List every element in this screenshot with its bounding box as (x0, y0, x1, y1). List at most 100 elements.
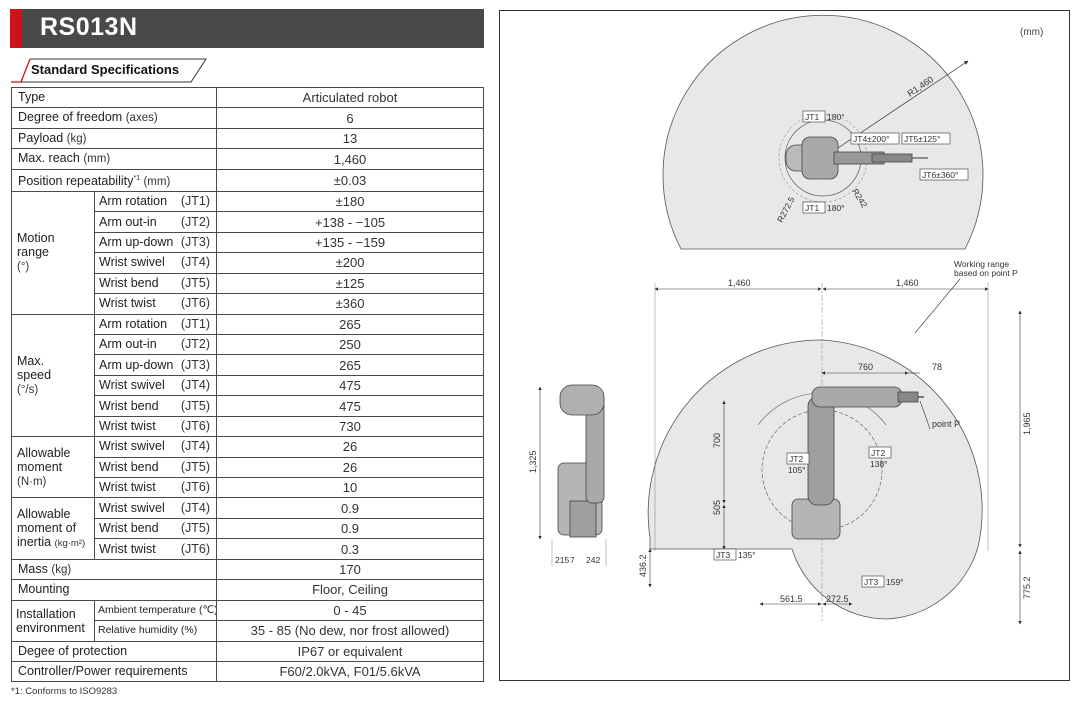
model-name: RS013N (40, 13, 138, 41)
spec-value: Floor, Ceiling (216, 579, 485, 601)
spec-label: Controller/Power requirements (10, 660, 218, 683)
title-accent (10, 9, 22, 48)
dim-505: 505 (712, 500, 722, 515)
jt2-tag-left (786, 452, 810, 465)
spec-value: 265 (216, 354, 485, 376)
side-view: 1,460 1,460 Working range based on point… (638, 259, 1032, 625)
working-range-label: based on point P (954, 268, 1018, 278)
spec-value: 250 (216, 333, 485, 356)
dim-7752: 775.2 (1022, 576, 1032, 599)
jt2-left-angle: 105° (788, 465, 806, 475)
spec-value: 265 (216, 313, 485, 335)
spec-value: Articulated robot (216, 86, 485, 109)
axis-label: Wrist swivel(JT4) (93, 374, 218, 397)
jt1-bottom-angle: 180° (827, 203, 845, 213)
env-label: Relative humidity (%) (93, 620, 218, 642)
section-title: Standard Specifications (31, 62, 180, 77)
jt1-tag-bottom (802, 201, 826, 214)
table-row: Mounting Floor, Ceiling (10, 579, 485, 601)
section-tab-frame (11, 58, 207, 83)
jt1-top-angle: 180° (827, 112, 845, 122)
front-robot-motor (569, 500, 597, 538)
dim-7: 7 (570, 555, 575, 565)
table-row: Type Articulated robot (10, 86, 485, 109)
side-robot-lower-arm (807, 396, 835, 506)
axis-label: Wrist swivel(JT4) (93, 252, 218, 274)
axis-label: Wrist twist(JT6) (93, 293, 218, 315)
spec-value: 6 (216, 107, 485, 129)
side-robot-upper-arm (811, 386, 903, 408)
jt1-tag-top (802, 110, 826, 123)
spec-value: 26 (216, 436, 485, 458)
jt4-tag (850, 132, 900, 145)
spec-label: Mounting (10, 579, 218, 601)
jt6-tag (919, 168, 969, 181)
dim-1460-right: 1,460 (896, 278, 919, 288)
spec-value: +135 - −159 (216, 231, 485, 254)
spec-label: Degree of freedom (axes) (10, 107, 218, 129)
jt3-tag-left (713, 548, 737, 561)
axis-label: Wrist twist(JT6) (93, 538, 218, 560)
table-row: Wrist swivel(JT4) ±200 (12, 252, 485, 274)
footnote: *1: Conforms to ISO9283 (11, 686, 118, 697)
dim-760: 760 (858, 362, 873, 372)
table-row: Max. reach (mm) 1,460 (10, 148, 485, 170)
table-row: Payload (kg) 13 (10, 127, 485, 150)
spec-value: ±200 (216, 252, 485, 274)
jt3-tag-right-text: JT3 (864, 577, 878, 587)
spec-table: Type Articulated robot Degree of freedom… (10, 86, 485, 683)
spec-value: 0.9 (216, 517, 485, 540)
table-row: Wrist twist(JT6) 10 (12, 477, 485, 499)
jt2-tag-right-text: JT2 (871, 448, 885, 458)
axis-label: Arm rotation(JT1) (93, 190, 218, 213)
axis-label: Arm up-down(JT3) (93, 231, 218, 254)
jt4-label: JT4±200° (853, 134, 889, 144)
spec-value: 730 (216, 415, 485, 438)
radius-line (822, 60, 969, 159)
dim-1965: 1,965 (1022, 412, 1032, 435)
jt2-right-angle: 138° (870, 459, 888, 469)
axis-label: Wrist twist(JT6) (93, 477, 218, 499)
dim-1325: 1,325 (528, 450, 538, 473)
table-row: Arm out-in(JT2) +138 - −105 (12, 211, 485, 233)
dim-1460-left: 1,460 (728, 278, 751, 288)
spec-value: ±0.03 (216, 168, 485, 192)
spec-label: Type (10, 86, 218, 109)
axis-label: Wrist bend(JT5) (93, 456, 218, 479)
table-row: Position repeatability*1 (mm) ±0.03 (10, 168, 485, 192)
dim-215: 215 (555, 555, 569, 565)
spec-value: 475 (216, 374, 485, 397)
jt1-tag-bottom-text: JT1 (805, 203, 819, 213)
spec-label: Mass (kg) (10, 558, 218, 581)
front-robot-elbow (559, 384, 605, 416)
spec-label: Degee of protection (10, 640, 218, 662)
group-label-speed: Max.speed(°/s) (11, 313, 95, 438)
spec-value: 0.9 (216, 497, 485, 519)
spec-label: Position repeatability*1 (mm) (10, 168, 218, 192)
axis-label: Wrist twist(JT6) (93, 415, 218, 438)
top-robot-body (801, 136, 839, 180)
spec-value: 35 - 85 (No dew, nor frost allowed) (216, 620, 485, 642)
jt6-label: JT6±360° (922, 170, 958, 180)
axis-label: Arm rotation(JT1) (93, 313, 218, 335)
spec-value: ±180 (216, 190, 485, 213)
jt5-tag (901, 132, 951, 145)
jt5-label: JT5±125° (904, 134, 940, 144)
axis-label: Arm out-in(JT2) (93, 333, 218, 356)
title-bar: RS013N (10, 9, 484, 48)
table-row: Wrist swivel(JT4) 475 (12, 374, 485, 397)
env-label: Ambient temperature (℃) (93, 599, 218, 622)
spec-value: +138 - −105 (216, 211, 485, 233)
spec-value: 0 - 45 (216, 599, 485, 622)
axis-label: Arm out-in(JT2) (93, 211, 218, 233)
spec-value: 10 (216, 477, 485, 499)
spec-value: 26 (216, 456, 485, 479)
top-robot-wrist (871, 153, 913, 163)
spec-value: 170 (216, 558, 485, 581)
axis-label: Wrist swivel(JT4) (93, 497, 218, 519)
